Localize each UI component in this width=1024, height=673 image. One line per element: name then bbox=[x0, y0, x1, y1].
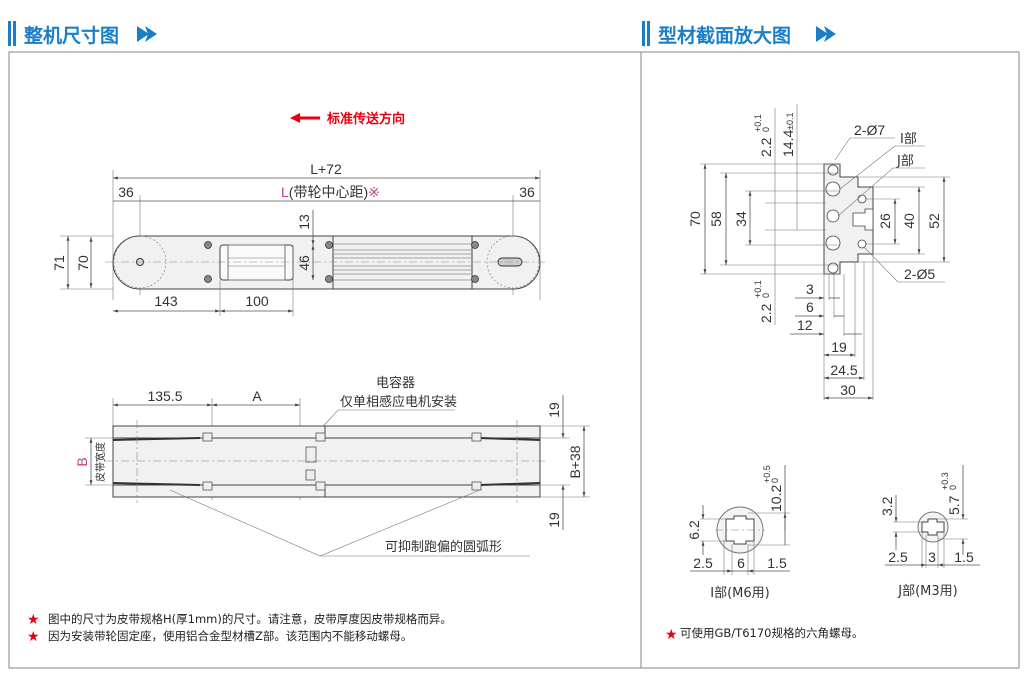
dim-100: 100 bbox=[245, 293, 269, 309]
dim-3-2: 3.2 bbox=[879, 496, 895, 516]
holes-5: 2-Ø5 bbox=[904, 266, 935, 282]
capacitor-label: 电容器 bbox=[376, 375, 415, 391]
dim-70: 70 bbox=[75, 255, 91, 271]
detail-I: 6.2 10.2 +0.5 0 2.5 6 1.5 I部(M6用) bbox=[686, 465, 790, 601]
tol-zero: 0 bbox=[761, 293, 771, 298]
holes-7: 2-Ø7 bbox=[854, 122, 885, 138]
header-bar-icon bbox=[642, 21, 645, 46]
dim-1-5: 1.5 bbox=[767, 555, 787, 571]
dim-135-5: 135.5 bbox=[147, 388, 182, 404]
section-header-left: 整机尺寸图 bbox=[8, 21, 157, 47]
dim-40: 40 bbox=[901, 213, 917, 229]
tol-zero: 0 bbox=[770, 478, 780, 483]
dim-12: 12 bbox=[797, 317, 813, 333]
notes-left: ★ 图中的尺寸为皮带规格H(厚1mm)的尺寸。请注意，皮带厚度因皮带规格而异。 … bbox=[27, 612, 452, 645]
dim-L72: L+72 bbox=[310, 161, 342, 177]
detail-J-caption: J部(M3用) bbox=[897, 584, 957, 599]
dim-2-5: 2.5 bbox=[888, 549, 908, 565]
dim-26: 26 bbox=[877, 213, 893, 229]
dim-B38: B+38 bbox=[567, 445, 583, 478]
side-view: 135.5 A 电容器 仅单相感应电机安装 19 19 B+38 B 皮带宽度 bbox=[74, 375, 590, 557]
dim-24-5: 24.5 bbox=[830, 362, 857, 378]
section-header-right: 型材截面放大图 bbox=[642, 21, 836, 47]
dim-6: 6 bbox=[737, 555, 745, 571]
part-I-label: I部 bbox=[900, 132, 917, 147]
header-bar-icon bbox=[8, 21, 11, 46]
dim-3: 3 bbox=[928, 549, 936, 565]
conveying-direction: 标准传送方向 bbox=[290, 111, 405, 127]
note-1: 图中的尺寸为皮带规格H(厚1mm)的尺寸。请注意，皮带厚度因皮带规格而异。 bbox=[48, 612, 452, 626]
dim-A: A bbox=[252, 388, 262, 404]
dim-19: 19 bbox=[831, 339, 847, 355]
dim-19-top: 19 bbox=[546, 402, 562, 418]
star-icon: ★ bbox=[665, 627, 678, 643]
dim-2-5: 2.5 bbox=[693, 555, 713, 571]
dim-34: 34 bbox=[733, 211, 749, 227]
dim-71: 71 bbox=[51, 255, 67, 271]
dim-L: L bbox=[281, 184, 289, 200]
notes-right: ★ 可使用GB/T6170规格的六角螺母。 bbox=[665, 626, 863, 643]
svg-text:L(带轮中心距)※: L(带轮中心距)※ bbox=[281, 184, 380, 200]
double-arrow-icon bbox=[137, 26, 157, 42]
tol-zero: 0 bbox=[948, 485, 958, 490]
dim-3: 3 bbox=[806, 281, 814, 297]
dim-1-5: 1.5 bbox=[954, 549, 974, 565]
note-2: 因为安装带轮固定座，使用铝合金型材槽Z部。该范围内不能移动螺母。 bbox=[48, 629, 412, 643]
dim-10-2: 10.2 bbox=[768, 485, 784, 512]
header-bar-icon bbox=[647, 21, 650, 46]
section-title: 整机尺寸图 bbox=[24, 24, 119, 47]
detail-I-caption: I部(M6用) bbox=[710, 586, 769, 601]
dim-36-right: 36 bbox=[519, 184, 535, 200]
panel-frame bbox=[8, 51, 1020, 669]
arc-note: 可抑制跑偏的圆弧形 bbox=[385, 539, 502, 555]
dim-L-label: (带轮中心距) bbox=[289, 184, 368, 200]
dim-B: B bbox=[74, 457, 90, 466]
dim-52: 52 bbox=[926, 213, 942, 229]
dim-19-bottom: 19 bbox=[546, 512, 562, 528]
dim-36-left: 36 bbox=[118, 184, 134, 200]
top-view: L+72 36 36 L(带轮中心距)※ 71 70 13 bbox=[51, 161, 548, 316]
dim-5-7: 5.7 bbox=[946, 495, 962, 515]
screws bbox=[204, 241, 479, 283]
capacitor bbox=[305, 446, 317, 463]
dim-6: 6 bbox=[806, 299, 814, 315]
direction-label: 标准传送方向 bbox=[326, 111, 405, 127]
left-arrow-icon bbox=[290, 113, 320, 123]
dim-58: 58 bbox=[708, 211, 724, 227]
dim-143: 143 bbox=[154, 293, 178, 309]
dim-46: 46 bbox=[296, 255, 312, 271]
star-icon: ★ bbox=[27, 629, 40, 645]
tol-14-4: ±0.1 bbox=[785, 113, 795, 130]
dim-14-4: 14.4 bbox=[780, 130, 796, 157]
dim-2-2-bottom: 2.2 bbox=[758, 303, 774, 323]
dim-6-2: 6.2 bbox=[686, 520, 702, 540]
tol-plus: +0.3 bbox=[940, 472, 950, 490]
dim-13: 13 bbox=[296, 214, 312, 230]
tol-plus: +0.1 bbox=[753, 114, 763, 132]
profile-section: 70 58 34 2.2 +0.1 0 14.4 ±0.1 2-Ø7 I部 J部… bbox=[687, 104, 950, 400]
belt-width-label: 皮带宽度 bbox=[94, 442, 107, 482]
tol-plus: +0.1 bbox=[753, 280, 763, 298]
dim-70: 70 bbox=[687, 211, 703, 227]
dim-L-mark: ※ bbox=[368, 184, 380, 200]
tol-zero: 0 bbox=[761, 127, 771, 132]
dim-30: 30 bbox=[840, 382, 856, 398]
capacitor-note: 仅单相感应电机安装 bbox=[340, 394, 457, 410]
motor-window bbox=[219, 244, 294, 281]
detail-J: 3.2 5.7 +0.3 0 2.5 3 1.5 J部(M3用) bbox=[879, 465, 980, 599]
part-J-label: J部 bbox=[896, 154, 914, 169]
star-icon: ★ bbox=[27, 612, 40, 628]
tol-plus: +0.5 bbox=[762, 465, 772, 483]
header-bar-icon bbox=[13, 21, 16, 46]
section-title: 型材截面放大图 bbox=[658, 24, 791, 47]
note-nut: 可使用GB/T6170规格的六角螺母。 bbox=[680, 626, 863, 640]
double-arrow-icon bbox=[816, 26, 836, 42]
dim-2-2-top: 2.2 bbox=[758, 137, 774, 157]
